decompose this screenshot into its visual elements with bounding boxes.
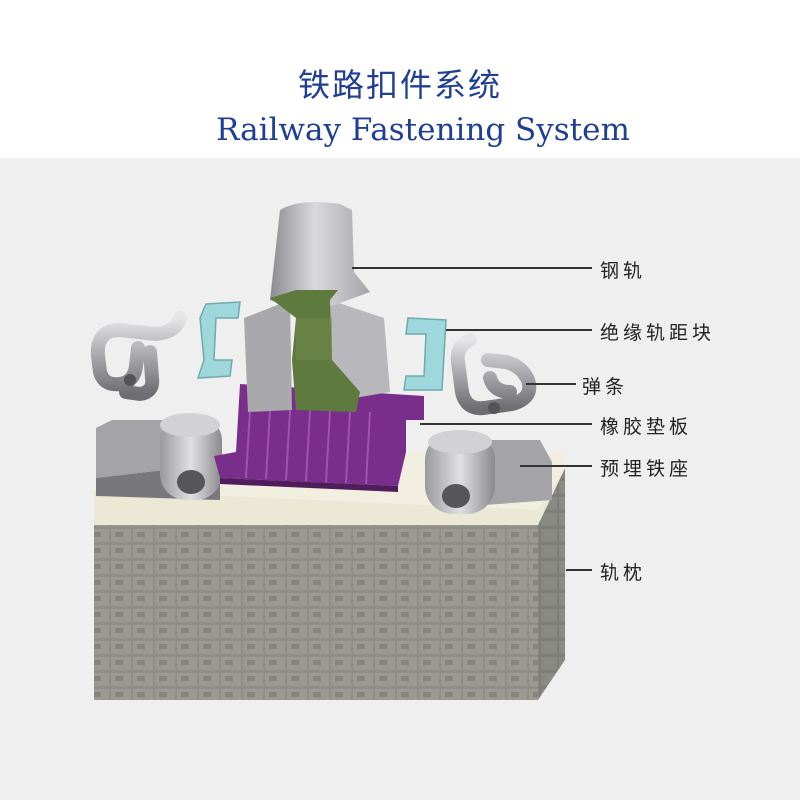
rail	[244, 202, 390, 412]
embedded-shoulder-right	[425, 430, 552, 514]
title-chinese: 铁路扣件系统	[297, 66, 502, 104]
label-embedded-shoulder: 预埋铁座	[600, 458, 693, 480]
leader-lines	[352, 267, 592, 571]
elastic-clip-right	[450, 333, 537, 416]
title-english: Railway Fastening System	[216, 112, 630, 148]
label-elastic-clip: 弹条	[582, 376, 629, 398]
label-sleeper: 轨枕	[600, 562, 647, 584]
embedded-shoulder-left	[96, 413, 222, 500]
gauge-block-left	[196, 301, 241, 379]
label-rail: 钢轨	[600, 260, 647, 282]
gauge-block-right	[403, 317, 447, 391]
label-rubber-pad: 橡胶垫板	[600, 416, 693, 438]
elastic-clip-left	[90, 311, 187, 401]
label-insulated-gauge-block: 绝缘轨距块	[600, 322, 716, 344]
